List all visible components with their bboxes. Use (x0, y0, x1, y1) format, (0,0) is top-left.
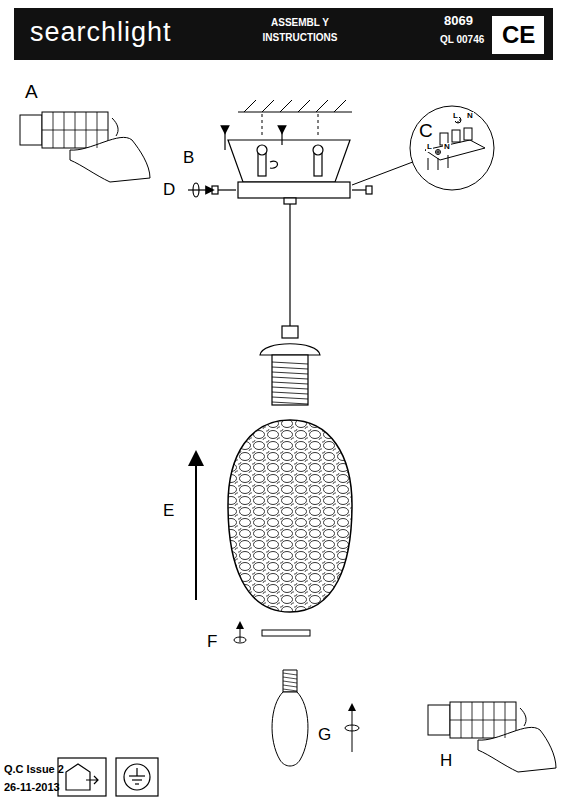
thread-stroke (283, 673, 297, 675)
header-bar (14, 8, 553, 60)
thread-stroke (283, 677, 297, 679)
callout-letter: A (25, 82, 38, 103)
ce-mark: CE (502, 22, 535, 48)
thread-stroke (283, 681, 297, 683)
thread-stroke (450, 720, 516, 721)
callout-letter: L (426, 143, 433, 152)
callout-letter: G (318, 726, 331, 745)
ce-box (492, 16, 544, 54)
callout-letter: F (207, 633, 217, 652)
terminal-block-hand (20, 112, 150, 182)
thread-stroke (272, 362, 308, 364)
thread-stroke (272, 397, 308, 399)
brand-logo: searchlight (30, 18, 172, 48)
callout-letter: 26-11-2013 (4, 781, 60, 793)
ceiling-canopy (188, 130, 372, 405)
thread-stroke (272, 392, 308, 394)
callout-letter: C (419, 121, 433, 142)
callout-letter: D (163, 181, 175, 200)
callout-letter: E (163, 502, 174, 521)
thread-stroke (272, 387, 308, 389)
glass-shade (220, 415, 360, 615)
shade-ring (234, 625, 310, 643)
ceiling (238, 100, 352, 138)
callout-letter: H (440, 752, 452, 771)
callout-letter: N (466, 112, 474, 121)
callout-letter: Q.C Issue 2 (4, 763, 64, 775)
thread-stroke (42, 130, 108, 131)
class-icons (58, 758, 158, 796)
callout-letter: QL 00746 (440, 34, 484, 45)
thread-stroke (272, 372, 308, 374)
thread-stroke (283, 685, 297, 687)
candle-bulb (272, 670, 359, 766)
callout-letter: B (183, 149, 194, 168)
direction-arrow (195, 458, 197, 600)
thread-stroke (283, 689, 297, 691)
holder-thread (272, 362, 308, 404)
callout-letter: N (443, 143, 451, 152)
terminal-detail (352, 106, 494, 190)
header-title: ASSEMBL Y INSTRUCTIONS (258, 15, 342, 45)
thread-stroke (272, 367, 308, 369)
callout-letter: 8069 (444, 14, 473, 28)
thread-stroke (272, 382, 308, 384)
callout-letter: L (452, 112, 459, 121)
terminal-block-hand (428, 702, 556, 772)
thread-stroke (272, 402, 308, 404)
thread-stroke (272, 377, 308, 379)
